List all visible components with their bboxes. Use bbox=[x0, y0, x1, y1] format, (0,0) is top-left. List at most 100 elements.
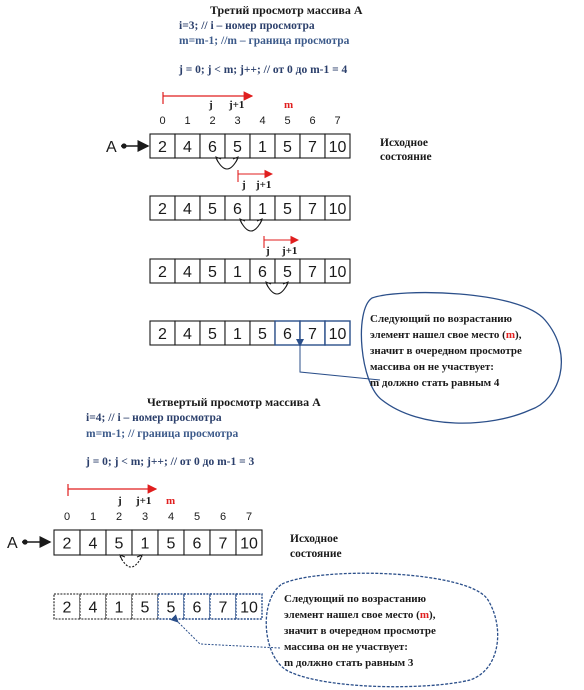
array-cell bbox=[249, 320, 276, 346]
array-cell-value: 1 bbox=[233, 264, 242, 281]
array-cell-value: 5 bbox=[208, 326, 217, 343]
array-cell-value: 5 bbox=[167, 536, 176, 553]
array-cell-value: 5 bbox=[258, 326, 267, 343]
callout-line: Следующий по возрастанию bbox=[284, 593, 426, 605]
index-label: 1 bbox=[90, 511, 96, 523]
array-cell bbox=[174, 320, 201, 346]
index-label: 1 bbox=[184, 115, 190, 127]
section1-step2-j: j bbox=[241, 179, 246, 191]
array-cell-value: 10 bbox=[240, 600, 258, 617]
section2-line-i: i=4; // i – номер просмотра bbox=[86, 412, 222, 424]
section1-swap-arc-2-head-b bbox=[256, 218, 263, 225]
index-label: 6 bbox=[220, 511, 226, 523]
array-cell-value: 5 bbox=[283, 201, 292, 218]
array-cell-value: 5 bbox=[283, 139, 292, 156]
array-cell-value: 2 bbox=[158, 201, 167, 218]
array-cell-value: 10 bbox=[240, 536, 258, 553]
array-cell bbox=[53, 529, 81, 556]
array-cell-value: 2 bbox=[158, 139, 167, 156]
array-cell-value: 2 bbox=[63, 600, 72, 617]
index-label: 2 bbox=[116, 511, 122, 523]
section1-swap-arc-2-head-a bbox=[239, 218, 246, 225]
callout-line: значит в очередном просмотре bbox=[284, 625, 436, 637]
section2-initial-label-1: Исходное bbox=[290, 533, 338, 545]
array-cell-value: 4 bbox=[89, 600, 98, 617]
callout-line: массива он не участвует: bbox=[370, 361, 494, 373]
section2-callout-pointer bbox=[170, 614, 281, 649]
array-cell-value: 1 bbox=[258, 139, 267, 156]
array-cell-value: 4 bbox=[183, 201, 192, 218]
array-cell-value: 7 bbox=[219, 600, 228, 617]
array-cell-value: 5 bbox=[233, 139, 242, 156]
array-cell-value: 2 bbox=[158, 264, 167, 281]
array-cell-value: 1 bbox=[258, 201, 267, 218]
callout-line: элемент нашел свое место (m), bbox=[370, 329, 522, 341]
array-cell-value: 1 bbox=[233, 326, 242, 343]
section2-line-loop: j = 0; j < m; j++; // от 0 до m-1 = 3 bbox=[85, 456, 255, 468]
array-cell bbox=[249, 258, 276, 284]
array-cell bbox=[105, 529, 133, 556]
callout-line: Следующий по возрастанию bbox=[370, 313, 512, 325]
section1-callout-bubble bbox=[360, 291, 562, 424]
array-cell-value: 10 bbox=[329, 201, 347, 218]
section1-swap-arc-3 bbox=[265, 282, 289, 295]
array-cell bbox=[235, 529, 263, 556]
section1-initial-label-1: Исходное bbox=[380, 137, 428, 149]
index-label: 3 bbox=[234, 115, 240, 127]
array-cell-value: 4 bbox=[183, 326, 192, 343]
array-cell-value: 4 bbox=[183, 264, 192, 281]
array-cell bbox=[183, 593, 211, 620]
array-cell bbox=[324, 195, 351, 221]
section1-array-name: A bbox=[106, 139, 117, 156]
section1-swap-arc-2 bbox=[239, 219, 263, 232]
array-cell-value: 5 bbox=[208, 264, 217, 281]
section2-label-j: j bbox=[117, 495, 122, 507]
array-cell-value: 7 bbox=[219, 536, 228, 553]
array-cell-value: 6 bbox=[283, 326, 292, 343]
section1-step3-j: j bbox=[265, 245, 270, 257]
array-cell-value: 5 bbox=[283, 264, 292, 281]
array-cell bbox=[235, 593, 263, 620]
array-cell-value: 10 bbox=[329, 264, 347, 281]
callout-line: массива он не участвует: bbox=[284, 641, 408, 653]
array-cell bbox=[149, 258, 176, 284]
callout-line: значит в очередном просмотре bbox=[370, 345, 522, 357]
index-label: 0 bbox=[64, 511, 70, 523]
array-cell-value: 7 bbox=[308, 264, 317, 281]
array-cell bbox=[274, 133, 301, 159]
section1-title: Третий просмотр массива А bbox=[210, 3, 363, 17]
array-cell-value: 5 bbox=[115, 536, 124, 553]
array-cell bbox=[174, 258, 201, 284]
index-label: 5 bbox=[284, 115, 290, 127]
section2-initial-label-2: состояние bbox=[290, 548, 342, 560]
section1-label-j: j bbox=[208, 99, 213, 111]
array-cell bbox=[224, 195, 251, 221]
section2-title: Четвертый просмотр массива А bbox=[147, 395, 321, 409]
index-label: 6 bbox=[309, 115, 315, 127]
array-cell-value: 6 bbox=[193, 536, 202, 553]
array-cell bbox=[249, 133, 276, 159]
array-cell bbox=[299, 195, 326, 221]
section1-line-m: m=m-1; //m – граница просмотра bbox=[179, 35, 350, 47]
section2-line-m: m=m-1; // граница просмотра bbox=[86, 428, 238, 440]
array-cell-value: 7 bbox=[308, 139, 317, 156]
array-cell bbox=[79, 593, 107, 620]
array-cell bbox=[131, 529, 159, 556]
callout-line: m должно стать равным 3 bbox=[284, 657, 414, 669]
section1-callout-pointer bbox=[296, 339, 381, 381]
section1-callout-text: Следующий по возрастанию элемент нашел св… bbox=[370, 313, 522, 389]
array-cell bbox=[157, 529, 185, 556]
array-cell-value: 2 bbox=[158, 326, 167, 343]
index-label: 2 bbox=[209, 115, 215, 127]
array-cell bbox=[274, 195, 301, 221]
section1-line-i: i=3; // i – номер просмотра bbox=[179, 20, 315, 32]
section1-line-loop: j = 0; j < m; j++; // от 0 до m-1 = 4 bbox=[178, 64, 348, 76]
array-cell bbox=[131, 593, 159, 620]
array-cell bbox=[199, 195, 226, 221]
section1-swap-arc-1 bbox=[215, 157, 239, 170]
